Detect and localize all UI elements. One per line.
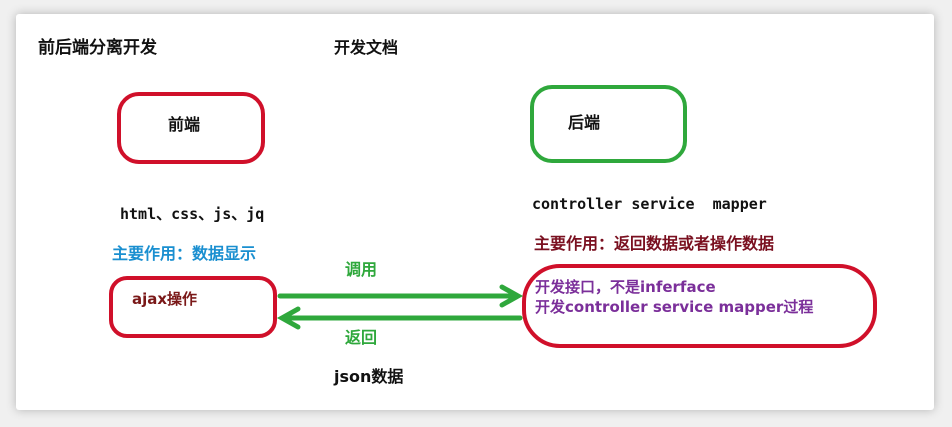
call-label: 调用 <box>345 260 378 279</box>
backend-tech-stack: controller service mapper <box>532 195 767 213</box>
frontend-box <box>117 92 265 164</box>
frontend-tech-stack: html、css、js、jq <box>120 205 265 223</box>
return-arrow <box>276 306 523 330</box>
backend-box-label: 后端 <box>568 113 601 132</box>
backend-dev-box <box>522 264 877 348</box>
diagram-title: 前后端分离开发 <box>38 38 157 58</box>
frontend-box-label: 前端 <box>168 115 201 134</box>
backend-box <box>530 85 687 163</box>
backend-dev-line1: 开发接口，不是inferface <box>535 278 716 296</box>
backend-dev-line2: 开发controller service mapper过程 <box>535 298 814 316</box>
call-arrow <box>277 284 524 308</box>
frontend-role: 主要作用：数据显示 <box>112 244 257 263</box>
json-label: json数据 <box>334 367 404 386</box>
ajax-label: ajax操作 <box>132 290 198 308</box>
backend-role: 主要作用：返回数据或者操作数据 <box>534 234 775 253</box>
return-label: 返回 <box>345 328 378 347</box>
ajax-box <box>109 276 277 338</box>
doc-label: 开发文档 <box>334 38 399 57</box>
